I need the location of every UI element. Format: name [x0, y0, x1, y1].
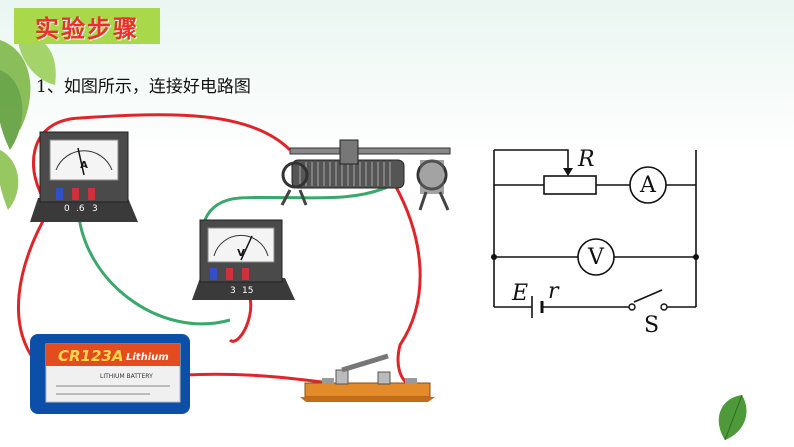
junction-dot-right — [693, 254, 699, 260]
schematic-wires — [493, 149, 697, 308]
voltmeter-symbol — [577, 238, 615, 276]
ammeter-terminal-0: 0 — [64, 204, 70, 214]
ammeter-symbol-letter: A — [639, 173, 657, 198]
junction-dot-left — [491, 254, 497, 260]
voltmeter-symbol-letter: V — [587, 245, 605, 270]
wire-ammeter-to-voltmeter — [76, 204, 231, 326]
battery-model: CR123A — [58, 347, 123, 365]
knife-switch — [300, 353, 435, 402]
slider-arrow — [563, 168, 573, 176]
voltmeter-terminal-15: 15 — [242, 286, 253, 296]
ammeter: A 0 .6 3 — [30, 131, 138, 222]
emf-label: E — [511, 281, 528, 306]
rheostat — [280, 139, 451, 211]
voltmeter-letter: V — [237, 248, 245, 259]
voltmeter: V 3 15 — [192, 219, 295, 300]
ammeter-symbol — [629, 166, 667, 204]
ammeter-terminal-06: .6 — [76, 204, 85, 214]
resistor-label: R — [577, 147, 595, 172]
step-instruction: 1、如图所示，连接好电路图 — [36, 77, 251, 97]
ammeter-letter: A — [80, 160, 88, 171]
section-title: 实验步骤 — [14, 8, 160, 44]
switch-label: S — [644, 313, 659, 338]
section-title-text: 实验步骤 — [35, 14, 139, 43]
internal-resistance-label: r — [548, 279, 560, 304]
wire-battery-to-switch — [184, 372, 323, 384]
switch-contact — [660, 303, 668, 311]
battery-brand: Lithium — [126, 352, 169, 363]
battery: CR123A Lithium LITHIUM BATTERY — [30, 334, 190, 414]
switch-pivot — [628, 303, 636, 311]
ammeter-terminal-3: 3 — [92, 204, 98, 214]
wire-ammeter-to-rheostat — [31, 113, 292, 206]
battery-sub: LITHIUM BATTERY — [100, 373, 153, 380]
voltmeter-terminal-3: 3 — [230, 286, 236, 296]
resistor-symbol — [543, 175, 597, 195]
leaf-bottom-right — [718, 394, 747, 441]
wire-rheostat-to-switch — [393, 184, 422, 387]
